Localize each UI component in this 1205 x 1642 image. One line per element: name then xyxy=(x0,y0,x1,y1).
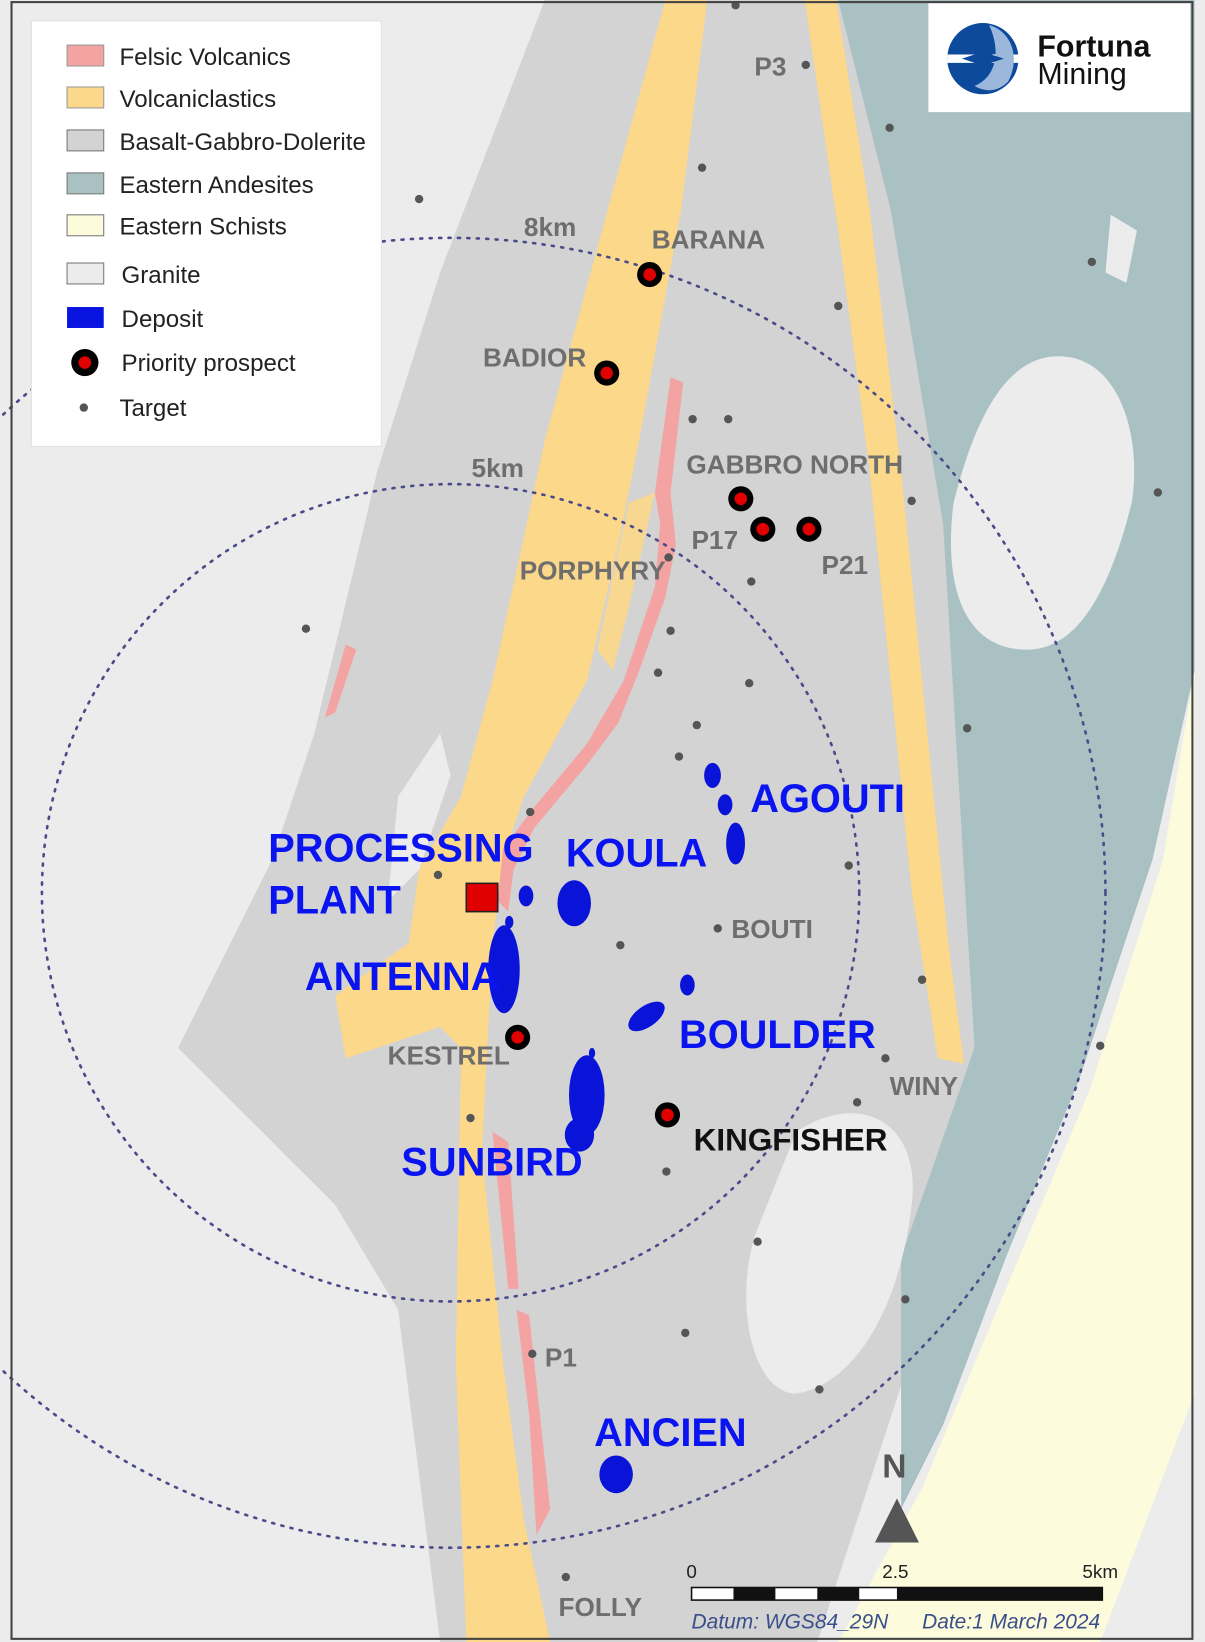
felsic-volcanics xyxy=(516,1309,551,1536)
legend-deposit: Deposit xyxy=(122,306,204,333)
label-winy: WINY xyxy=(890,1071,959,1101)
label-p17: P17 xyxy=(692,525,739,555)
processing-plant-marker xyxy=(465,882,499,913)
ring-8km xyxy=(0,236,1107,1549)
legend-basalt: Basalt-Gabbro-Dolerite xyxy=(119,129,365,156)
label-kingfisher: KINGFISHER xyxy=(694,1123,888,1158)
scale-bar: 0 2.5 5km xyxy=(686,1561,1118,1601)
legend-priority-prospect: Priority prospect xyxy=(122,350,296,377)
targets xyxy=(301,1,1163,1582)
label-plant: PLANT xyxy=(268,879,401,923)
legend: Felsic Volcanics Volcaniclastics Basalt-… xyxy=(30,20,382,447)
felsic-volcanics xyxy=(324,644,357,718)
deposits xyxy=(488,762,746,1494)
north-arrow-icon xyxy=(874,1498,919,1543)
ring-5km xyxy=(40,482,861,1303)
star-icon xyxy=(961,37,1004,80)
legend-granite: Granite xyxy=(122,262,201,289)
label-barana: BARANA xyxy=(652,224,766,254)
granite-inclusion xyxy=(1105,214,1137,283)
label-koula: KOULA xyxy=(566,832,707,876)
felsic-volcanics xyxy=(492,1131,519,1289)
legend-schists: Eastern Schists xyxy=(119,214,286,241)
legend-felsic: Felsic Volcanics xyxy=(119,44,290,71)
granite-inclusion xyxy=(387,733,451,902)
svg-text:Mining: Mining xyxy=(1037,57,1126,91)
svg-text:Fortuna: Fortuna xyxy=(1037,30,1151,64)
label-bouti: BOUTI xyxy=(731,914,812,944)
label-ancien: ANCIEN xyxy=(594,1411,747,1455)
label-sunbird: SUNBIRD xyxy=(401,1141,582,1185)
label-kestrel: KESTREL xyxy=(388,1041,510,1071)
svg-text:5km: 5km xyxy=(1082,1561,1118,1582)
label-folly: FOLLY xyxy=(558,1592,642,1622)
map-frame xyxy=(10,1,1194,1640)
felsic-volcanics xyxy=(497,377,684,912)
label-badior: BADIOR xyxy=(483,343,586,373)
label-porphyry: PORPHYRY xyxy=(520,555,667,585)
label-processing: PROCESSING xyxy=(268,826,533,870)
svg-text:2.5: 2.5 xyxy=(882,1561,908,1582)
priority-prospects xyxy=(505,261,822,1128)
eastern-andesites xyxy=(838,0,1195,1509)
label-antenna: ANTENNA xyxy=(305,955,500,999)
volcaniclastics-east xyxy=(804,0,964,1064)
label-gabbro-north: GABBRO NORTH xyxy=(686,450,903,480)
fortuna-logo: Fortuna Mining xyxy=(928,3,1191,113)
date-text: Date:1 March 2024 xyxy=(922,1610,1100,1633)
north-label: N xyxy=(882,1448,906,1485)
legend-target: Target xyxy=(119,395,186,422)
label-agouti: AGOUTI xyxy=(750,777,905,821)
legend-volcaniclastics: Volcaniclastics xyxy=(119,86,276,113)
label-boulder: BOULDER xyxy=(679,1013,876,1057)
svg-text:0: 0 xyxy=(686,1561,696,1582)
eastern-schists xyxy=(838,670,1195,1642)
volcaniclastics-lens xyxy=(597,492,655,671)
legend-andesites: Eastern Andesites xyxy=(119,172,313,199)
volcaniclastics-main xyxy=(335,0,708,1642)
datum-text: Datum: WGS84_29N xyxy=(692,1610,890,1633)
ring-label-5km: 5km xyxy=(472,453,524,483)
ring-label-8km: 8km xyxy=(524,212,576,242)
granite-inclusion xyxy=(746,1113,913,1394)
label-p21: P21 xyxy=(821,550,868,580)
label-p3: P3 xyxy=(754,51,786,81)
label-p1: P1 xyxy=(545,1342,577,1372)
granite-inclusion xyxy=(950,356,1135,650)
